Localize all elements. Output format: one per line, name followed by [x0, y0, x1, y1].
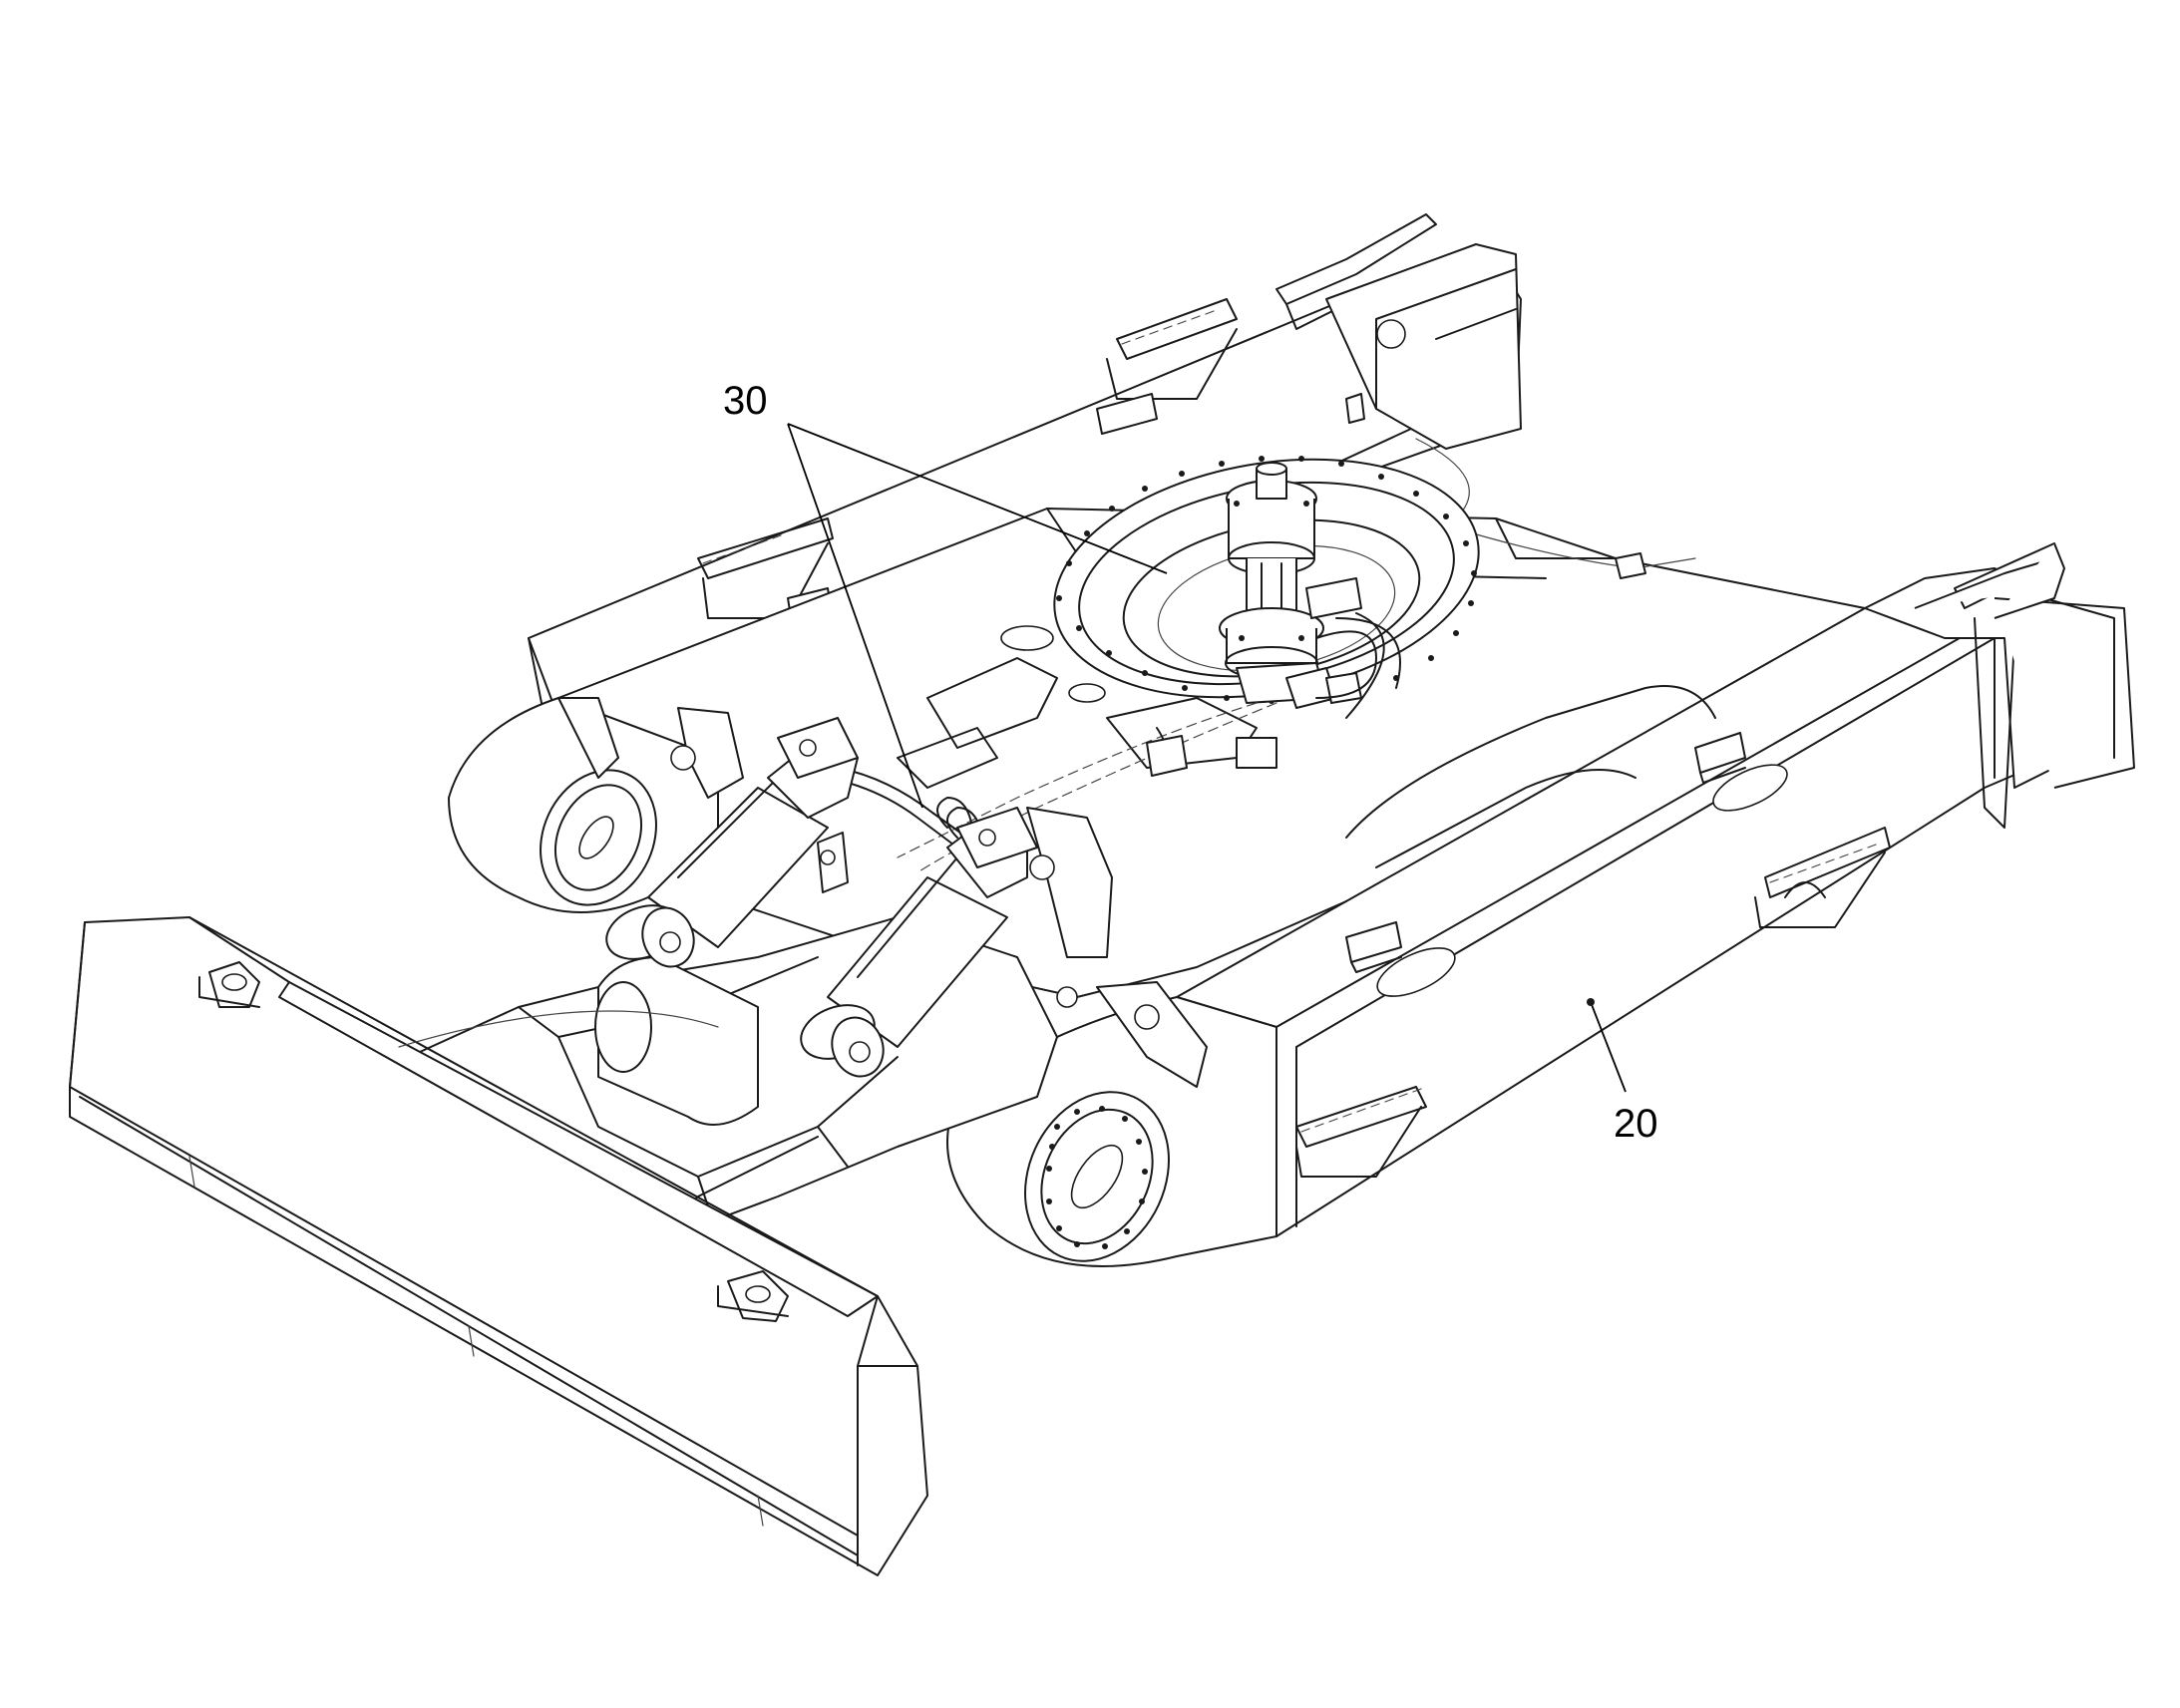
- near-track-frame: [1156, 542, 2135, 1242]
- rotary-joint: [1219, 462, 1401, 719]
- leader-dot-20: [1587, 998, 1595, 1006]
- callout-20: 20: [1587, 998, 1658, 1146]
- callout-30: 30: [723, 379, 1168, 809]
- leader-line-20: [1590, 1001, 1627, 1093]
- callout-label-30: 30: [723, 379, 768, 423]
- leader-line-30-a: [787, 423, 1168, 574]
- callout-label-20: 20: [1614, 1102, 1658, 1146]
- leader-line-30-b: [787, 423, 923, 809]
- dozer-blade: [69, 916, 928, 1576]
- idler-wheels: [448, 697, 1277, 1267]
